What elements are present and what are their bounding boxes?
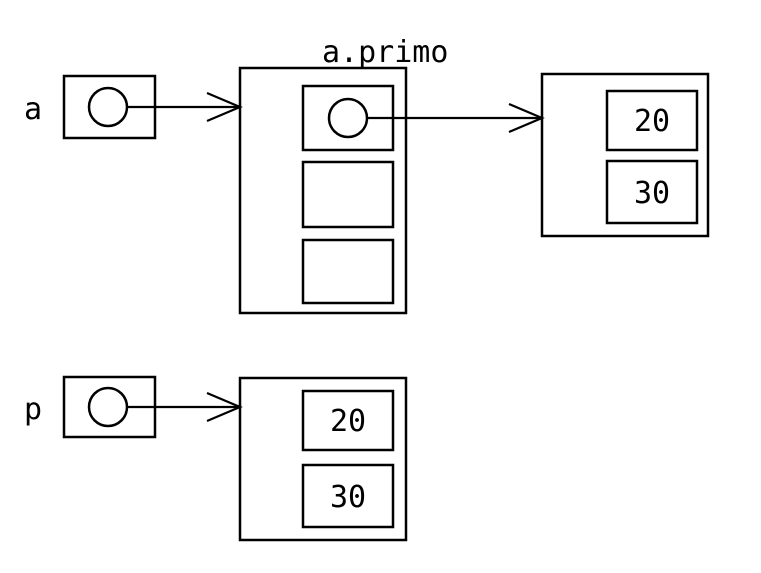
node-a-primo-cell-1: [301, 160, 395, 229]
node-title-a-primo: a.primo: [322, 35, 448, 70]
variable-label-p: p: [24, 392, 42, 427]
pointer-circle-a: [87, 86, 129, 128]
arrow-a-to-node: [127, 91, 243, 123]
variable-label-a: a: [24, 92, 42, 127]
node-p-array-outline: [238, 376, 408, 542]
node-p-array-cell-1: [301, 463, 395, 529]
node-p-array: 20 30: [238, 376, 408, 542]
pointer-circle-p: [87, 386, 129, 428]
node-a-primo-cell-2: [301, 238, 395, 305]
arrow-p-to-node: [127, 391, 243, 423]
node-array-top-cell-1: [605, 159, 699, 225]
pointer-circle-node-a-primo: [327, 97, 369, 139]
node-a-primo: [238, 66, 408, 315]
node-array-top-cell-1-value: 30: [634, 176, 670, 211]
node-p-array-cell-0: [301, 389, 395, 452]
node-p-array-cell-1-value: 30: [330, 480, 366, 515]
node-array-top: 20 30: [540, 72, 710, 238]
node-array-top-cell-0: [605, 89, 699, 152]
node-p-array-cell-0-value: 20: [330, 404, 366, 439]
node-array-top-outline: [540, 72, 710, 238]
node-array-top-cell-0-value: 20: [634, 104, 670, 139]
node-a-primo-outline: [238, 66, 408, 315]
